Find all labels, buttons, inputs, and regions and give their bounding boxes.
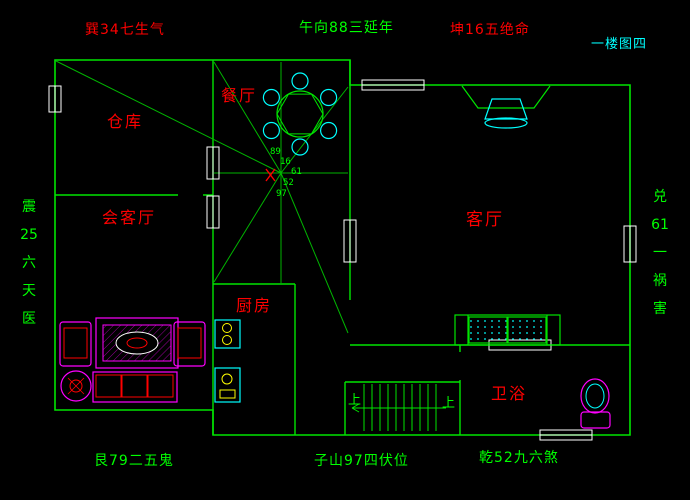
window-bathroom-bottom [539,429,593,441]
annotation-east-line3: 六 [22,255,36,271]
compass-rays [55,60,349,334]
reception-armchair-left [59,321,92,367]
window-living-top [361,79,425,91]
room-label-dining: 餐厅 [221,86,258,105]
kitchen-sink [214,367,241,403]
dining-table-set [262,72,338,156]
living-sofa [454,314,561,346]
inner-walls [55,60,630,435]
stairs-up-label-right: 上 [442,396,456,411]
annotation-west-line3: 一 [653,245,667,261]
compass-number-1: 89 [270,147,281,157]
annotation-northwest: 乾52九六煞 [479,450,559,466]
stair-direction-arrow [351,403,446,413]
annotation-east-vertical: 震 25 六 天 医 [13,193,45,333]
annotation-west-line5: 害 [653,301,667,317]
reception-rug [95,317,179,369]
staircase [351,384,446,431]
reception-side-table [60,370,92,402]
window-storage-wall-1 [206,146,220,180]
window-left-wall [48,85,62,113]
annotation-west-line4: 祸 [653,273,667,289]
annotation-east-line2: 25 [20,227,38,243]
table-hexagon [276,93,324,135]
annotation-northeast: 艮79二五鬼 [94,453,174,469]
window-symbols [48,79,637,441]
annotation-west-line1: 兑 [653,189,667,205]
kitchen-stove [214,319,241,349]
reception-armchair-right [173,321,206,367]
compass-number-5: 97 [276,189,287,199]
compass-center-marker [265,168,276,182]
room-label-storage: 仓库 [107,112,144,131]
annotation-east-line4: 天 [22,283,36,299]
room-label-reception: 会客厅 [102,208,157,227]
annotation-west-vertical: 兑 61 一 祸 害 [644,183,676,323]
annotation-southeast: 巽34七生气 [85,22,165,38]
annotation-southwest: 坤16五绝命 [450,22,530,38]
compass-number-3: 61 [291,167,302,177]
window-storage-wall-2 [206,195,220,229]
annotation-east-line1: 震 [22,199,36,215]
annotation-east-line5: 医 [22,311,36,327]
toilet [580,378,611,429]
stairs-up-label-left: 上 [348,393,362,408]
room-label-bathroom: 卫浴 [491,384,528,403]
annotation-north-sitting: 子山97四伏位 [314,453,409,469]
dining-chairs [262,72,338,156]
annotation-south-facing: 午向88三延年 [299,20,394,36]
compass-number-2: 16 [280,157,291,167]
annotation-west-line2: 61 [651,217,669,233]
window-dining-living-wall [343,219,357,263]
window-right-wall [623,225,637,263]
room-label-living: 客厅 [466,210,504,230]
living-bay-niche [461,85,551,109]
compass-number-4: 52 [283,178,294,188]
sheet-title: 一楼图四 [591,37,648,52]
room-label-kitchen: 厨房 [236,296,273,315]
reception-sofa [92,371,178,403]
ceiling-lamp [484,98,528,129]
